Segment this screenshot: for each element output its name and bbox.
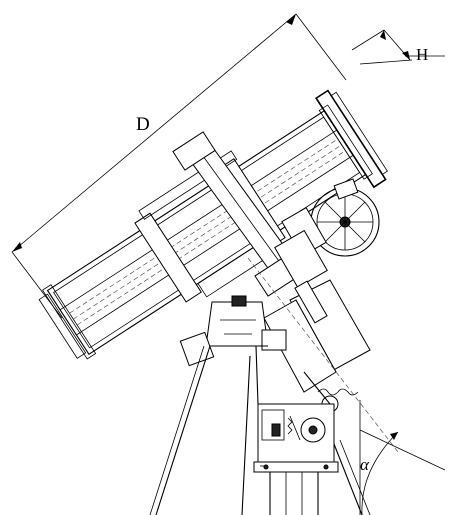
mount-head bbox=[179, 295, 287, 367]
tripod-legs bbox=[149, 345, 371, 515]
declination-axis bbox=[172, 131, 328, 297]
diameter-label: D bbox=[136, 114, 150, 135]
angle-indicator bbox=[359, 400, 446, 515]
height-dimension bbox=[351, 29, 445, 65]
height-label: H bbox=[416, 45, 428, 64]
pier bbox=[255, 345, 331, 515]
gear-box bbox=[253, 403, 339, 473]
angle-label: α bbox=[360, 455, 370, 474]
polar-axis-housing bbox=[247, 257, 399, 453]
diameter-dimension bbox=[11, 13, 347, 319]
